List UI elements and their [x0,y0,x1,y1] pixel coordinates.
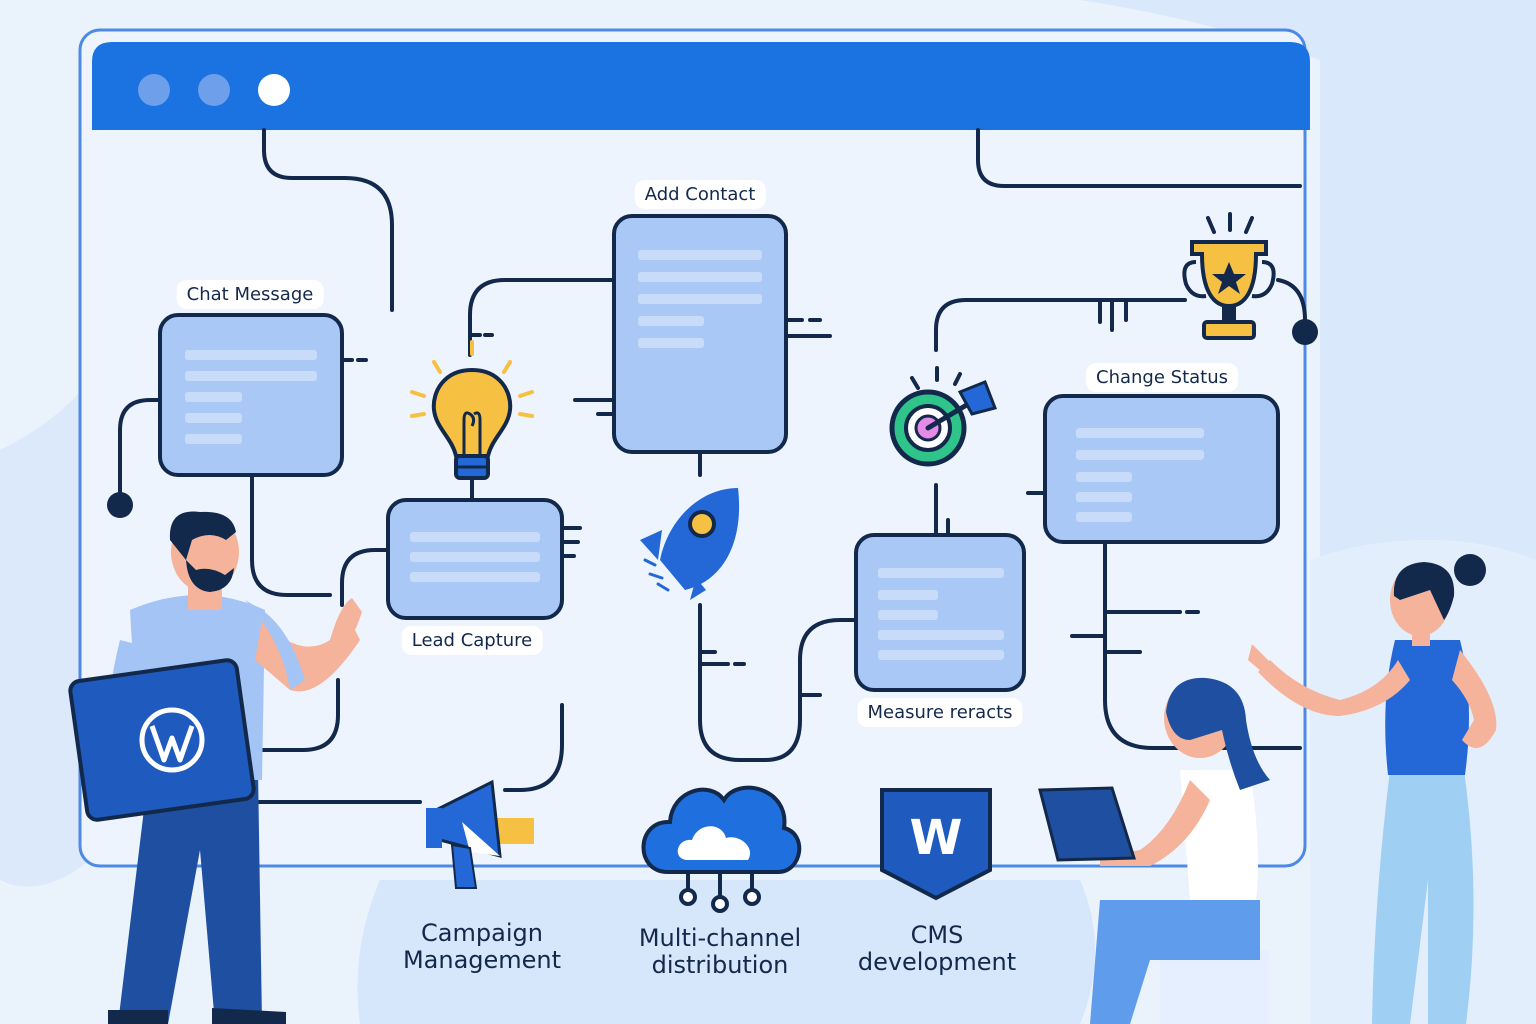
megaphone-icon [426,779,534,889]
campaign-management-caption: Campaign Management [403,920,561,974]
window-dot-1[interactable] [138,74,170,106]
rocket-icon [640,488,740,600]
cms-caption-line2: development [857,948,1017,976]
cms-caption-line1: CMS [910,921,964,949]
caption-backdrop [357,880,1095,1024]
measure-reacts-card[interactable] [854,533,1026,692]
target-icon [889,366,998,467]
chat-message-label: Chat Message [176,280,324,309]
lead-capture-label: Lead Capture [401,626,543,655]
background-blob-left [0,380,90,887]
trophy-icon [1182,212,1276,340]
campaign-caption-line2: Management [402,946,562,974]
chat-message-card[interactable] [158,313,344,477]
measure-reacts-label: Measure reracts [857,698,1023,727]
cms-badge-icon: W [880,788,992,901]
wordpress-tablet [68,658,256,822]
connector-lines [118,128,1307,804]
connector-endpoint-right [1292,319,1318,345]
multichannel-caption: Multi-channel distribution [639,925,801,979]
window-titlebar [92,42,1310,130]
lightbulb-icon [410,340,534,500]
cms-development-caption: CMS development [858,922,1016,976]
change-status-card[interactable] [1043,394,1280,544]
background-blob-top-right [1080,0,1536,560]
cloud-icon [641,785,802,913]
window-dot-2[interactable] [198,74,230,106]
change-status-label: Change Status [1086,363,1238,392]
multichannel-caption-line1: Multi-channel [638,924,802,952]
person-seated-woman [1038,677,1270,1024]
window-dot-3[interactable] [258,74,290,106]
connector-endpoint-left [107,492,133,518]
add-contact-card[interactable] [612,214,788,454]
person-standing-woman [1248,554,1497,1024]
cms-badge-letter: W [910,810,963,866]
lead-capture-card[interactable] [386,498,564,620]
wordpress-logo-icon [139,707,205,773]
multichannel-caption-line2: distribution [651,951,789,979]
add-contact-label: Add Contact [634,180,766,209]
campaign-caption-line1: Campaign [421,919,543,947]
